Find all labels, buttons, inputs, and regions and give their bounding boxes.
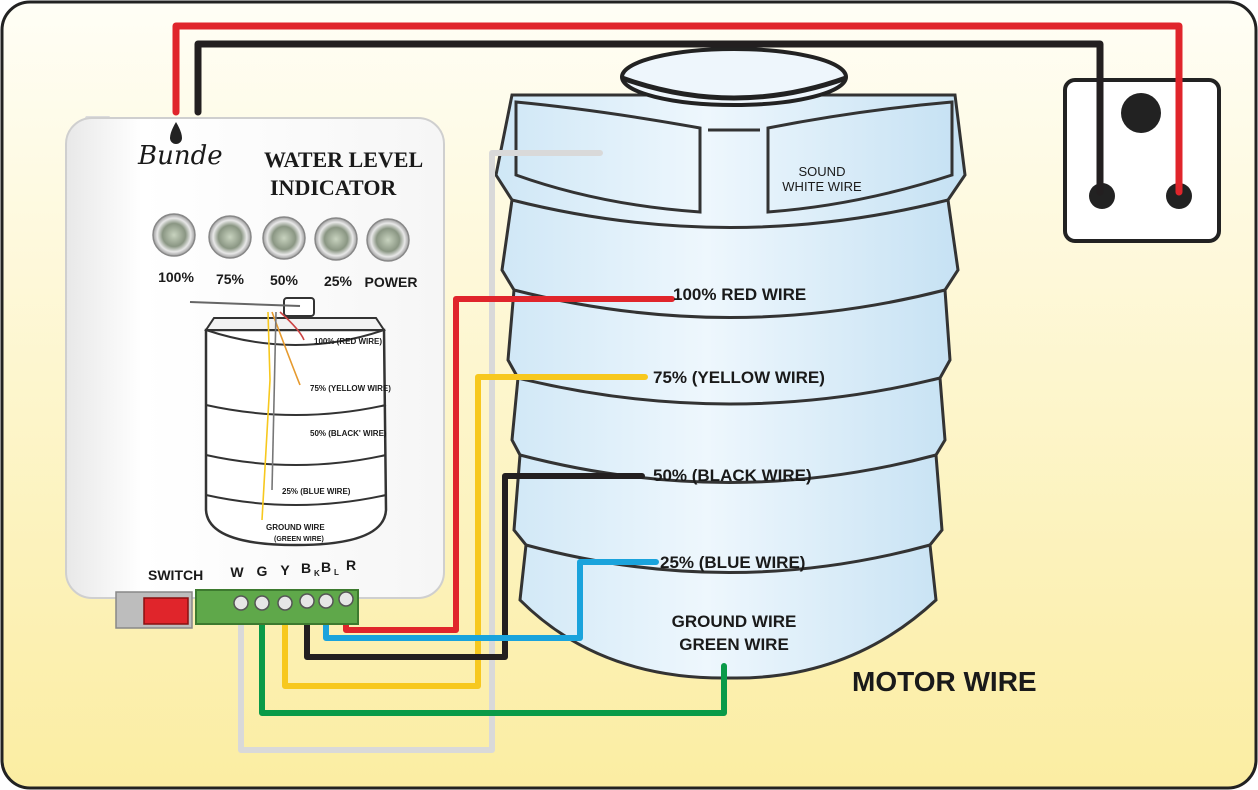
tank-label-sound: SOUND [799,164,846,179]
drop-icon [170,122,182,144]
terminal-sub-l: L [334,568,339,577]
tank-label-black: 50% (BLACK WIRE) [653,466,812,485]
led-label-50: 50% [270,272,299,288]
led-label-25: 25% [324,273,353,289]
green-wire [259,609,727,716]
water-tank [494,47,967,680]
wires [172,22,1183,753]
tank-label-ground: GROUND WIRE [672,612,797,631]
mini-label-black: 50% (BLACK' WIRE) [310,429,387,438]
switch-button [143,597,189,625]
brand-logo: Bunde [137,141,223,171]
led-label-75: 75% [216,271,245,287]
led-row [152,213,410,262]
indicator-device [65,116,445,629]
led-label-100: 100% [158,269,194,285]
terminal-block [195,589,359,625]
device-title-line2: INDICATOR [270,175,397,200]
mini-label-blue: 25% (BLUE WIRE) [282,487,351,496]
tank-label-red: 100% RED WIRE [673,285,806,304]
switch-label: SWITCH [148,567,203,583]
led-power-icon [366,218,410,262]
terminal-sub-k: K [314,569,320,578]
led-label-power: POWER [365,274,418,290]
power-socket [1063,78,1221,243]
terminal-label-g: G [257,563,268,579]
motor-wire-label: MOTOR WIRE [852,666,1037,697]
tank-label-green: GREEN WIRE [679,635,789,654]
yellow-wire [282,374,648,689]
tank-label-blue: 25% (BLUE WIRE) [660,553,805,572]
led-50-icon [262,216,306,260]
terminal-label-y: Y [280,562,290,578]
tank-label-yellow: 75% (YELLOW WIRE) [653,368,825,387]
led-75-icon [208,215,252,259]
tank-label-white-wire: WHITE WIRE [782,179,862,194]
power-wire-red [172,22,1183,196]
power-wire-black [194,40,1104,196]
led-25-icon [314,217,358,261]
terminal-screws [233,591,354,611]
black-wire [304,473,645,660]
mini-label-red: 100% (RED WIRE) [314,337,382,346]
terminal-label-w: W [230,564,244,580]
terminal-labels: W G Y B K B L R [230,557,356,580]
mini-tank-illustration [189,297,388,547]
terminal-label-bl: B [321,559,331,575]
terminal-label-bk: B [301,560,311,576]
mini-label-ground2: (GREEN WIRE) [274,536,324,543]
blue-wire [323,559,659,641]
led-100-icon [152,213,196,257]
terminal-label-r: R [346,557,356,573]
white-wire [238,150,603,753]
mini-label-yellow: 75% (YELLOW WIRE) [310,384,391,393]
device-title-line1: WATER LEVEL [264,147,423,172]
mini-label-ground1: GROUND WIRE [266,523,325,532]
